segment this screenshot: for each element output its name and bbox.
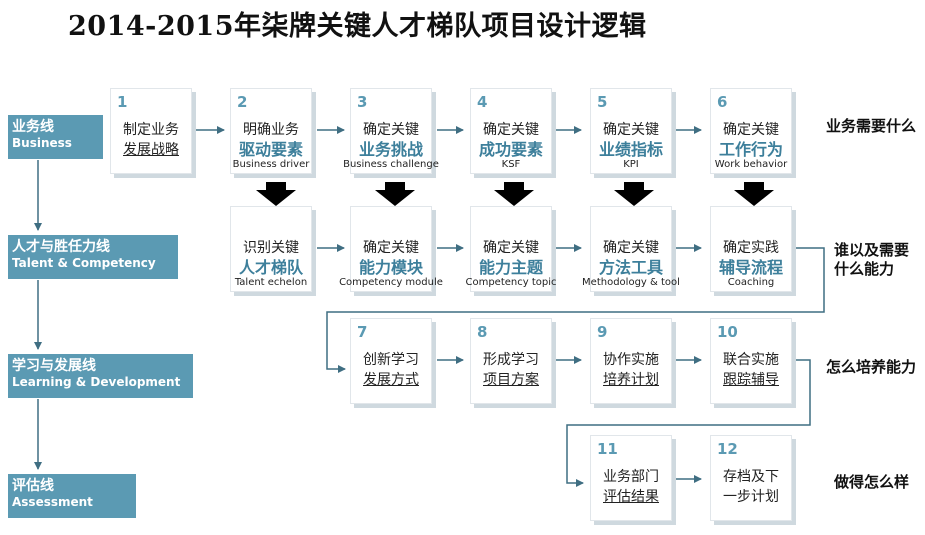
down-arrow [614,182,654,206]
step-number: 8 [477,323,488,341]
step-line-1: 识别关键 [243,240,299,256]
step-english: Competency module [339,277,443,288]
step-english: Talent echelon [234,277,308,288]
step-number: 4 [477,93,488,111]
step-highlight: 方法工具 [598,258,663,277]
down-arrow [494,182,534,206]
step-box-4: 4 确定关键 成功要素 KSF [470,88,552,174]
step-box-5: 5 确定关键 业绩指标 KPI [590,88,672,174]
step-number: 9 [597,323,608,341]
step-number: 11 [597,440,618,458]
question-assessment: 做得怎么样 [834,473,910,491]
step-line-1: 形成学习 [483,352,539,368]
step-line-2: 跟踪辅导 [723,372,779,388]
question-talent-line-1: 谁以及需要 [834,241,910,259]
lane-label-cn: 学习与发展线 [12,358,96,374]
step-box-1: 1 制定业务 发展战略 [110,88,192,174]
step-number: 2 [237,93,248,111]
lane-label-cn: 业务线 [12,119,54,135]
step-line-2: 一步计划 [723,489,779,505]
talent-box-1: 识别关键 人才梯队 Talent echelon [230,206,312,292]
step-highlight: 人才梯队 [238,258,303,277]
step-highlight: 驱动要素 [238,140,303,159]
step-line-1: 确定关键 [483,240,539,256]
step-line-1: 协作实施 [603,352,659,368]
step-line-1: 确定实践 [723,240,779,256]
step-number: 1 [117,93,128,111]
step-highlight: 业务挑战 [358,140,423,159]
talent-box-2: 确定关键 能力模块 Competency module [339,206,443,292]
down-arrow [375,182,415,206]
down-arrow [256,182,296,206]
step-line-2: 发展方式 [363,372,419,388]
down-arrow [734,182,774,206]
lane-label-en: Talent & Competency [12,255,156,270]
step-line-2: 项目方案 [483,372,539,388]
talent-box-3: 确定关键 能力主题 Competency topic [465,206,557,292]
step-box-9: 9 协作实施 培养计划 [590,318,672,404]
step-number: 10 [717,323,738,341]
step-line-1: 创新学习 [363,352,419,368]
lane-label-cn: 评估线 [12,478,54,494]
step-box-7: 7 创新学习 发展方式 [350,318,432,404]
step-line-1: 确定关键 [723,122,779,138]
step-box-2: 2 明确业务 驱动要素 Business driver [230,88,312,174]
step-english: Business driver [232,159,310,170]
lane-label-cn: 人才与胜任力线 [12,239,110,255]
step-line-1: 确定关键 [603,122,659,138]
step-number: 6 [717,93,728,111]
step-number: 5 [597,93,608,111]
step-box-11: 11 业务部门 评估结果 [590,435,672,521]
question-talent-line-2: 什么能力 [834,260,895,278]
step-line-1: 联合实施 [723,352,779,368]
step-english: KSF [501,159,521,170]
step-line-1: 业务部门 [603,469,659,485]
step-line-2: 评估结果 [603,489,659,505]
lane-label-en: Business [12,135,72,150]
step-box-8: 8 形成学习 项目方案 [470,318,552,404]
step-line-1: 确定关键 [363,240,419,256]
step-english: Business challenge [343,159,439,170]
lane-label-en: Assessment [12,494,93,509]
step-line-2: 发展战略 [123,142,179,158]
step-highlight: 能力模块 [358,258,423,277]
lane-talent: 人才与胜任力线 Talent & Competency [8,235,178,279]
question-learning: 怎么培养能力 [826,358,917,376]
step-box-12: 12 存档及下 一步计划 [710,435,792,521]
lane-label-en: Learning & Development [12,374,181,389]
talent-box-4: 确定关键 方法工具 Methodology & tool [582,206,680,292]
step-english: Work behavior [714,159,788,170]
lane-assessment: 评估线 Assessment [8,474,136,518]
step-number: 3 [357,93,368,111]
step-line-1: 明确业务 [243,122,299,138]
lane-business: 业务线 Business [8,115,103,159]
step-line-2: 培养计划 [603,372,659,388]
step-english: Competency topic [465,277,557,288]
step-highlight: 工作行为 [718,140,783,159]
lane-learning: 学习与发展线 Learning & Development [8,354,193,398]
elbow-connector [566,359,811,487]
step-box-10: 10 联合实施 跟踪辅导 [710,318,792,404]
step-box-6: 6 确定关键 工作行为 Work behavior [710,88,792,174]
step-number: 7 [357,323,368,341]
step-highlight: 业绩指标 [598,140,663,159]
question-business: 业务需要什么 [826,117,917,135]
step-box-3: 3 确定关键 业务挑战 Business challenge [343,88,439,174]
step-highlight: 辅导流程 [718,258,783,277]
step-line-1: 确定关键 [603,240,659,256]
elbow-connector [326,247,825,373]
step-number: 12 [717,440,738,458]
step-english: Methodology & tool [582,277,680,288]
step-english: KPI [623,159,639,170]
step-line-1: 确定关键 [363,122,419,138]
step-highlight: 成功要素 [478,140,543,159]
talent-box-5: 确定实践 辅导流程 Coaching [710,206,792,292]
step-line-1: 存档及下 [723,469,779,485]
step-highlight: 能力主题 [478,258,543,277]
step-english: Coaching [727,277,775,288]
step-line-1: 确定关键 [483,122,539,138]
page-title: 2014-2015年柒牌关键人才梯队项目设计逻辑 [68,11,647,42]
step-line-1: 制定业务 [123,122,179,138]
